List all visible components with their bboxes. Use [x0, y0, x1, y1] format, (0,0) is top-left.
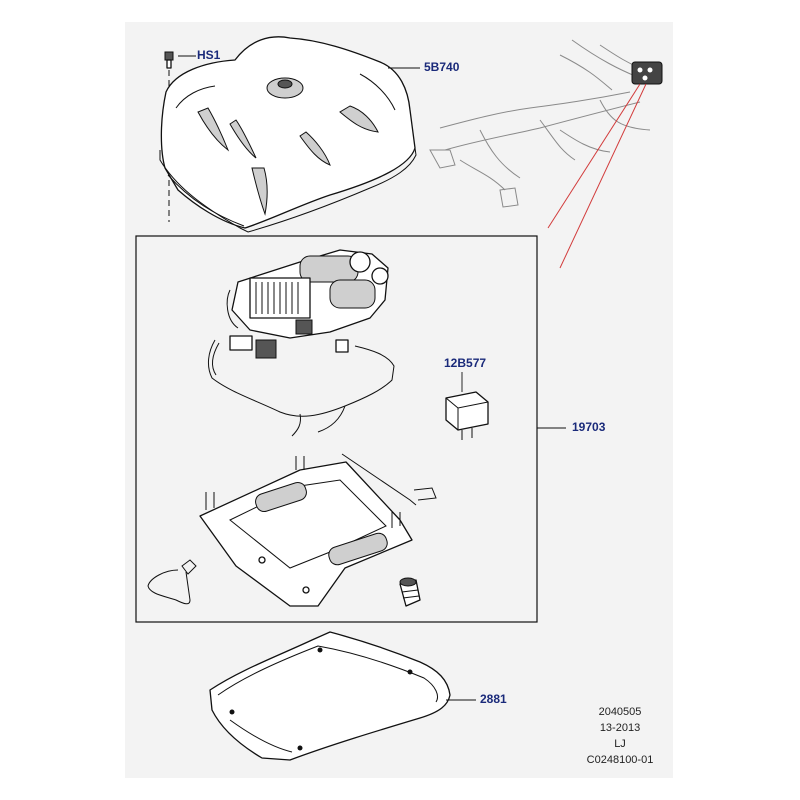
callout-hs1: HS1 [197, 48, 221, 62]
callout-relay: 12B577 [444, 356, 487, 370]
relay [445, 391, 489, 440]
compressor-cover [159, 36, 417, 233]
wiring-harness [207, 335, 395, 437]
assembly-boundary [135, 235, 538, 623]
callout-cover: 5B740 [424, 60, 460, 74]
reference-code: 2040505 [598, 706, 642, 718]
reference-number: C0248100-01 [586, 754, 654, 766]
locator-highlight-icon [631, 61, 663, 85]
air-hose [147, 559, 197, 605]
reference-initials: LJ [614, 738, 626, 750]
callout-tray: 2881 [480, 692, 507, 706]
mounting-frame [199, 453, 437, 607]
locator-line [559, 83, 647, 269]
callout-compressor-assembly: 19703 [572, 420, 606, 434]
compressor-tray [209, 631, 451, 761]
vehicle-locator-thumbnail [429, 39, 663, 208]
locator-line [547, 83, 641, 229]
air-compressor [226, 249, 389, 339]
rubber-isolator [399, 577, 421, 607]
reference-date: 13-2013 [599, 722, 641, 734]
